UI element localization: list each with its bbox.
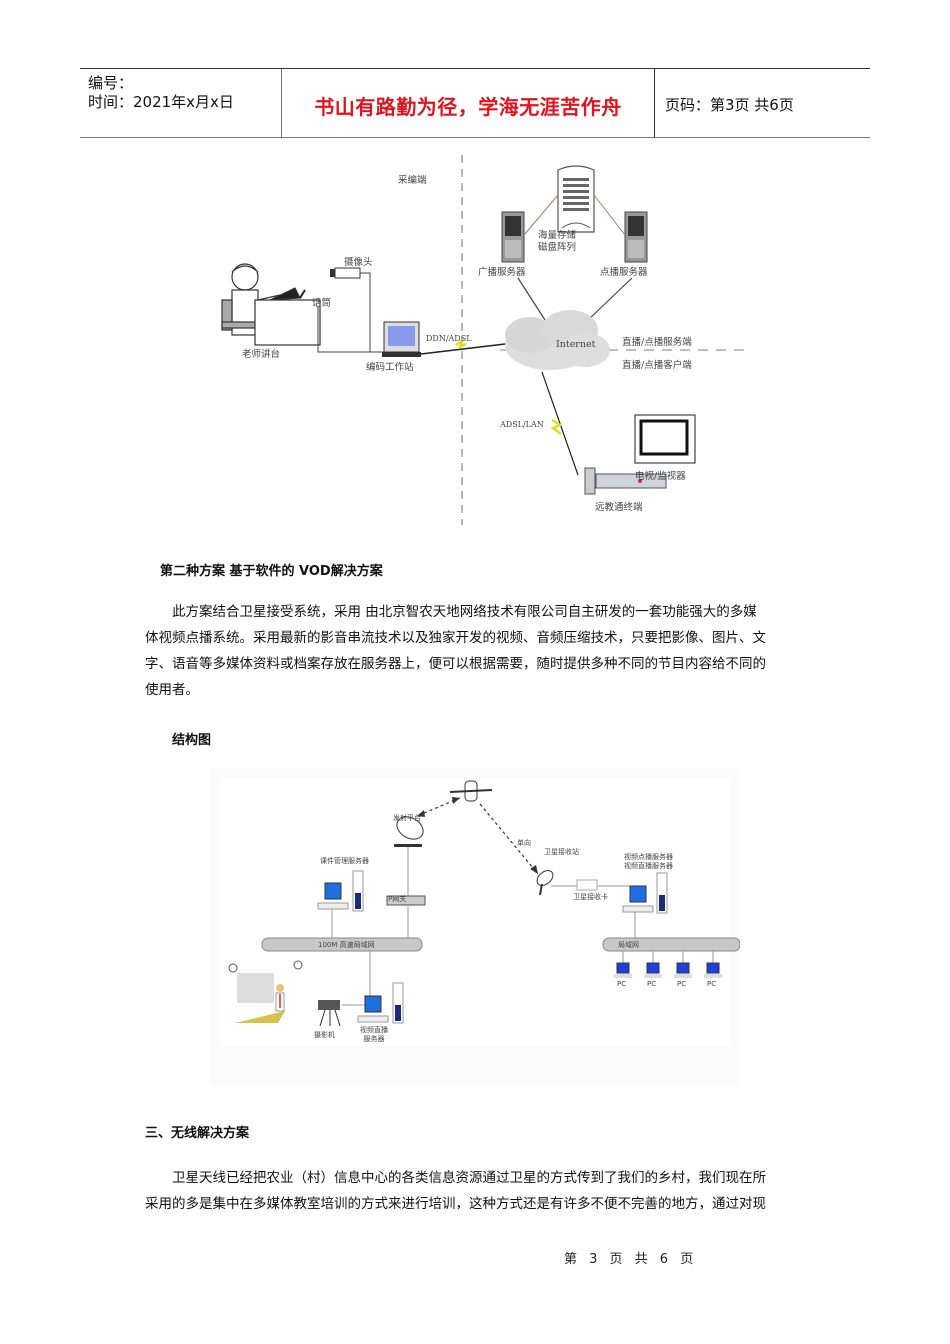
sat-receiver-card-icon <box>576 879 598 891</box>
label-client-side: 直播/点播客户端 <box>622 360 692 371</box>
diagram-satellite-graphics <box>220 778 740 1046</box>
diagram-satellite-vod: 发射平台 单向 课件管理服务器 IP网关 100M 高速局域网 卫星接收站 卫星… <box>210 768 740 1086</box>
label-vod-server-line1: 视频点播服务器 <box>624 853 673 861</box>
lan-100m-pipe <box>261 937 423 952</box>
label-pc: PC <box>707 980 717 988</box>
label-tv: 电视/监视器 <box>635 471 686 482</box>
receive-dish-icon <box>536 870 554 896</box>
internet-cloud-icon <box>505 310 610 370</box>
label-sat-card: 卫星接收卡 <box>573 893 608 901</box>
pc-icon <box>704 951 722 978</box>
label-ip-gateway: IP网关 <box>386 895 407 903</box>
label-uplink: 发射平台 <box>393 814 421 822</box>
date-label: 时间：2021年x月x日 <box>88 93 234 111</box>
label-pc: PC <box>617 980 627 988</box>
label-courseware-server: 课件管理服务器 <box>320 857 369 865</box>
label-storage-line2: 磁盘阵列 <box>538 242 577 253</box>
uplink-dish-icon <box>394 816 424 847</box>
pc-icon <box>644 951 662 978</box>
header-page-cell: 页码：第3页 共6页 <box>655 69 870 137</box>
section2-paragraph: 此方案结合卫星接受系统，采用 由北京智农天地网络技术有限公司自主研发的一套功能强… <box>145 599 809 703</box>
terminal-icon <box>584 467 667 495</box>
vod-server-icon <box>624 211 648 263</box>
structure-diagram-label: 结构图 <box>172 733 212 748</box>
serial-label: 编号： <box>88 74 134 92</box>
label-pc: PC <box>677 980 687 988</box>
vod-live-servers-icon <box>622 872 668 914</box>
para-line: 字、语音等多媒体资料或档案存放在服务器上，便可以根据需要，随时提供多种不同的节目… <box>145 656 766 672</box>
label-camera: 摄像头 <box>344 257 373 268</box>
lightning-icon <box>455 337 467 350</box>
label-link-ddn: DDN/ADSL <box>426 334 472 343</box>
label-pc: PC <box>647 980 657 988</box>
label-zone-top: 采编端 <box>398 175 427 186</box>
diagram-live-vod: 采编端 海量存储 磁盘阵列 广播服务器 点播服务器 摄像头 话筒 老师讲台 编码… <box>200 150 760 530</box>
page-info: 页码：第3页 共6页 <box>665 96 794 114</box>
lan-pipe <box>602 937 740 952</box>
para-line: 卫星天线已经把农业（村）信息中心的各类信息资源通过卫星的方式传到了我们的乡村，我… <box>172 1170 766 1186</box>
label-broadcast-server: 广播服务器 <box>478 267 526 278</box>
ip-gateway-icon <box>386 895 426 906</box>
page-footer: 第 3 页 共 6 页 <box>564 1252 698 1267</box>
label-camcorder: 摄影机 <box>314 1031 335 1039</box>
header-motto-cell: 书山有路勤为径，学海无涯苦作舟 <box>282 69 655 137</box>
label-lan-100m: 100M 高速局域网 <box>318 941 375 949</box>
label-vod-servers: 视频点播服务器 视频直播服务器 <box>624 853 673 871</box>
label-vod-server-line2: 视频直播服务器 <box>624 862 673 870</box>
broadcast-server-icon <box>501 211 525 263</box>
camcorder-icon <box>318 1000 341 1027</box>
label-link-adsl: ADSL/LAN <box>500 420 544 429</box>
label-lan: 局域网 <box>618 941 639 949</box>
label-microphone: 话筒 <box>312 298 332 309</box>
para-line: 体视频点播系统。采用最新的影音串流技术以及独家开发的视频、音频压缩技术，只要把影… <box>145 630 766 646</box>
diagram-live-vod-graphics <box>221 155 750 525</box>
pc-icon <box>674 951 692 978</box>
motto: 书山有路勤为径，学海无涯苦作舟 <box>314 95 622 119</box>
label-sat-station: 卫星接收站 <box>544 848 579 856</box>
pc-icon <box>614 951 632 978</box>
label-live-server: 视频直播 服务器 <box>360 1026 388 1044</box>
label-storage-line1: 海量存储 <box>538 230 577 241</box>
label-vod-server: 点播服务器 <box>600 267 648 278</box>
document-header: 编号： 时间：2021年x月x日 书山有路勤为径，学海无涯苦作舟 页码：第3页 … <box>80 68 870 138</box>
classroom-icon <box>228 960 303 1023</box>
section2-title: 第二种方案 基于软件的 VOD解决方案 <box>160 564 383 579</box>
lightning-icon <box>550 418 563 435</box>
para-line: 使用者。 <box>145 682 199 698</box>
tv-monitor-icon <box>634 414 696 464</box>
label-storage: 海量存储 磁盘阵列 <box>538 230 576 254</box>
para-line: 采用的多是集中在多媒体教室培训的方式来进行培训，这种方式还是有许多不便不完善的地… <box>145 1196 766 1212</box>
storage-array-icon <box>557 165 595 233</box>
section3-title: 三、无线解决方案 <box>145 1126 250 1141</box>
label-oneway: 单向 <box>517 839 531 847</box>
label-terminal: 远教通终端 <box>595 502 643 513</box>
header-meta-cell: 编号： 时间：2021年x月x日 <box>80 69 282 137</box>
satellite-icon <box>449 780 493 802</box>
para-line: 此方案结合卫星接受系统，采用 由北京智农天地网络技术有限公司自主研发的一套功能强… <box>172 604 757 620</box>
label-teacher-desk: 老师讲台 <box>242 349 281 360</box>
teacher-icon <box>221 263 321 346</box>
courseware-server-icon <box>317 870 364 912</box>
label-live-server-line2: 服务器 <box>363 1035 385 1043</box>
section3-paragraph: 卫星天线已经把农业（村）信息中心的各类信息资源通过卫星的方式传到了我们的乡村，我… <box>145 1165 825 1217</box>
camera-icon <box>330 267 361 279</box>
label-encoder: 编码工作站 <box>366 362 414 373</box>
label-internet: Internet <box>556 339 596 350</box>
label-server-side: 直播/点播服务端 <box>622 337 692 348</box>
label-live-server-line1: 视频直播 <box>360 1026 388 1034</box>
encoder-workstation-icon <box>382 321 421 357</box>
live-server-icon <box>357 982 404 1024</box>
